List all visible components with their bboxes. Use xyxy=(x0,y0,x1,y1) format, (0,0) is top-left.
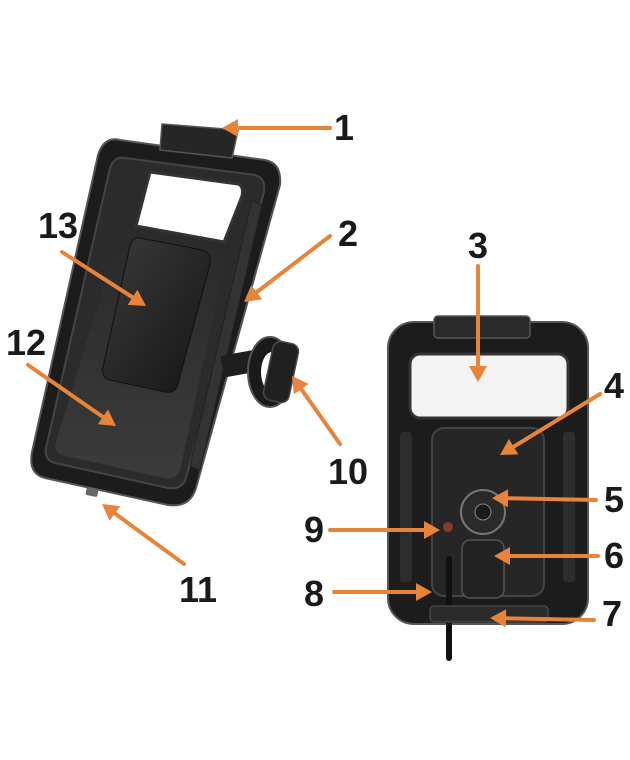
callout-number-13: 13 xyxy=(38,205,78,246)
arrow-shaft-5 xyxy=(505,496,598,502)
callout-number-10: 10 xyxy=(328,451,368,492)
side-seal xyxy=(189,199,263,471)
arrow-head-10 xyxy=(292,376,309,395)
arrow-head-7 xyxy=(490,609,507,628)
callout-2: 2 xyxy=(244,213,358,302)
callout-number-9: 9 xyxy=(304,509,324,550)
callout-3: 3 xyxy=(468,225,488,382)
callout-number-12: 12 xyxy=(6,322,46,363)
callout-11: 11 xyxy=(102,504,217,610)
arrow-head-6 xyxy=(494,547,510,565)
callout-number-8: 8 xyxy=(304,573,324,614)
callout-number-4: 4 xyxy=(604,365,624,406)
callout-number-11: 11 xyxy=(179,569,217,610)
arrow-shaft-12 xyxy=(26,363,105,419)
callout-6: 6 xyxy=(494,535,624,576)
bottom-port xyxy=(85,487,99,497)
top-cap xyxy=(159,123,239,159)
callout-9: 9 xyxy=(304,509,440,550)
arrow-head-11 xyxy=(102,504,121,521)
rear-window xyxy=(408,352,570,420)
foam-pad xyxy=(102,237,211,393)
top-window xyxy=(134,170,244,244)
callout-number-2: 2 xyxy=(338,213,358,254)
arrow-shaft-4 xyxy=(511,392,602,449)
callout-number-7: 7 xyxy=(602,593,622,634)
arrow-head-9 xyxy=(424,521,440,539)
case-front-view xyxy=(30,123,300,507)
screw xyxy=(443,522,453,532)
clamp-arm xyxy=(461,539,505,599)
callout-5: 5 xyxy=(492,479,624,520)
arrow-shaft-13 xyxy=(60,250,135,300)
callout-1: 1 xyxy=(222,107,354,148)
callout-10: 10 xyxy=(292,376,368,492)
callout-8: 8 xyxy=(304,573,432,614)
arrow-shaft-11 xyxy=(112,511,186,566)
arrow-head-3 xyxy=(469,366,487,382)
arrow-head-13 xyxy=(127,289,146,306)
callout-number-3: 3 xyxy=(468,225,488,266)
arrow-head-5 xyxy=(492,489,509,508)
callout-13: 13 xyxy=(38,205,146,306)
arrow-shaft-7 xyxy=(503,616,596,622)
arrow-head-2 xyxy=(244,285,263,302)
arrow-head-8 xyxy=(416,583,432,601)
callout-number-5: 5 xyxy=(604,479,624,520)
back-cap xyxy=(433,315,531,339)
arrow-head-1 xyxy=(222,119,238,137)
callout-number-1: 1 xyxy=(334,107,354,148)
case-back-view xyxy=(387,315,589,661)
callout-number-6: 6 xyxy=(604,535,624,576)
handlebar-clamp xyxy=(220,336,300,408)
arrow-shaft-10 xyxy=(299,387,342,446)
side-rail-left xyxy=(400,432,412,582)
ball-joint-center xyxy=(474,503,492,521)
arrow-shaft-2 xyxy=(254,234,332,295)
callout-7: 7 xyxy=(490,593,622,634)
callout-12: 12 xyxy=(6,322,116,426)
callout-4: 4 xyxy=(500,365,624,455)
side-rail-right xyxy=(563,432,575,582)
arrow-head-4 xyxy=(500,438,519,455)
arrow-head-12 xyxy=(97,409,116,426)
